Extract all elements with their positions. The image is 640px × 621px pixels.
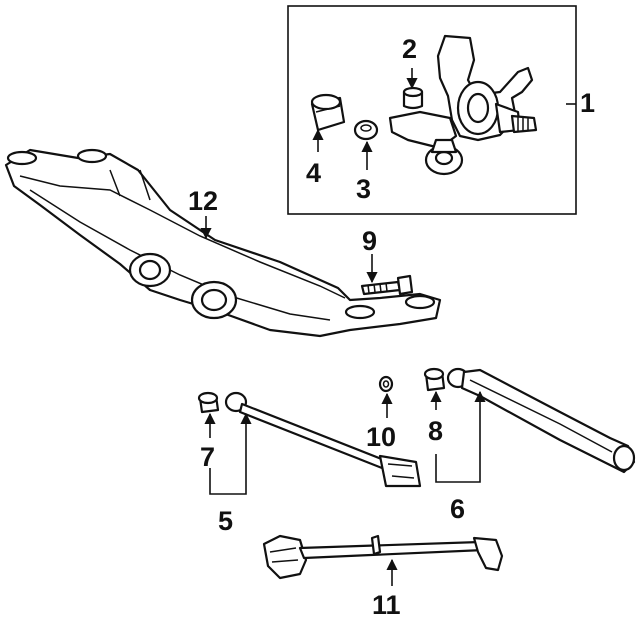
bushing-4 bbox=[310, 93, 346, 132]
crossmember bbox=[4, 148, 442, 338]
callout-12: 12 bbox=[188, 186, 218, 216]
leader-lines bbox=[200, 68, 576, 586]
callout-2: 2 bbox=[402, 34, 417, 64]
bolt-9 bbox=[360, 274, 414, 296]
stabilizer-bar-11 bbox=[262, 534, 504, 580]
trailing-arm-6 bbox=[446, 367, 636, 474]
lateral-rod-5 bbox=[224, 391, 422, 488]
washer-10 bbox=[378, 375, 394, 393]
knuckle-group-box bbox=[287, 5, 577, 215]
callout-3: 3 bbox=[356, 174, 371, 204]
callout-10: 10 bbox=[366, 422, 396, 452]
bushing-8 bbox=[423, 367, 446, 392]
callout-6: 6 bbox=[450, 494, 465, 524]
bushing-3 bbox=[353, 119, 379, 141]
callout-7: 7 bbox=[200, 442, 215, 472]
callout-4: 4 bbox=[306, 158, 321, 188]
bushing-2 bbox=[402, 86, 424, 110]
callout-5: 5 bbox=[218, 506, 233, 536]
callout-8: 8 bbox=[428, 416, 443, 446]
callout-9: 9 bbox=[362, 226, 377, 256]
callout-1: 1 bbox=[580, 88, 595, 118]
bushing-7 bbox=[197, 391, 220, 414]
steering-knuckle bbox=[388, 34, 538, 176]
callout-11: 11 bbox=[372, 590, 401, 620]
